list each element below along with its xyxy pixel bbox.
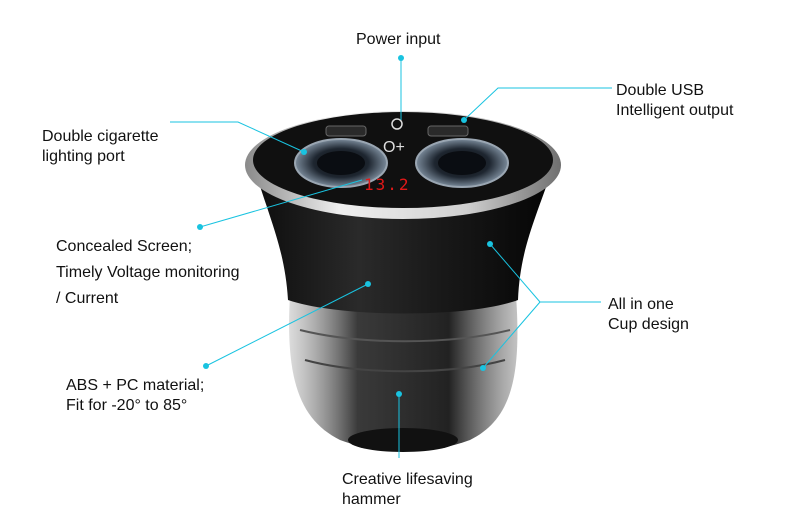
label-double-usb: Double USB Intelligent output	[616, 81, 733, 121]
label-concealed-screen: Concealed Screen; Timely Voltage monitor…	[56, 234, 240, 312]
label-line: / Current	[56, 290, 119, 307]
callout-lines	[170, 58, 612, 458]
label-line: Fit for -20° to 85°	[66, 397, 188, 414]
power-button	[391, 118, 403, 130]
label-abs-pc-material: ABS + PC material; Fit for -20° to 85°	[66, 376, 204, 416]
label-cup-design: All in one Cup design	[608, 295, 689, 335]
label-line: Timely Voltage monitoring	[56, 264, 240, 281]
label-line: Double USB	[616, 82, 705, 99]
label-line: All in one	[608, 296, 674, 313]
label-line: Intelligent output	[616, 102, 734, 119]
label-double-cigarette: Double cigarette lighting port	[42, 127, 159, 167]
hammer-base	[348, 428, 458, 452]
transparent-cup-base	[289, 295, 518, 452]
label-power-input: Power input	[356, 30, 441, 50]
label-line: Power input	[356, 31, 441, 48]
voltage-display: 13.2	[364, 175, 411, 194]
label-lifesaving-hammer: Creative lifesaving hammer	[342, 470, 473, 510]
label-line: hammer	[342, 491, 401, 508]
label-line: lighting port	[42, 148, 125, 165]
label-line: ABS + PC material;	[66, 377, 205, 394]
callout-dots	[197, 55, 493, 397]
brand-logo-mark: O+	[383, 139, 405, 156]
label-line: Cup design	[608, 316, 689, 333]
label-line: Creative lifesaving	[342, 471, 473, 488]
label-line: Concealed Screen;	[56, 238, 193, 255]
usb-port-left	[325, 125, 367, 137]
usb-port-right	[427, 125, 469, 137]
label-line: Double cigarette	[42, 128, 159, 145]
